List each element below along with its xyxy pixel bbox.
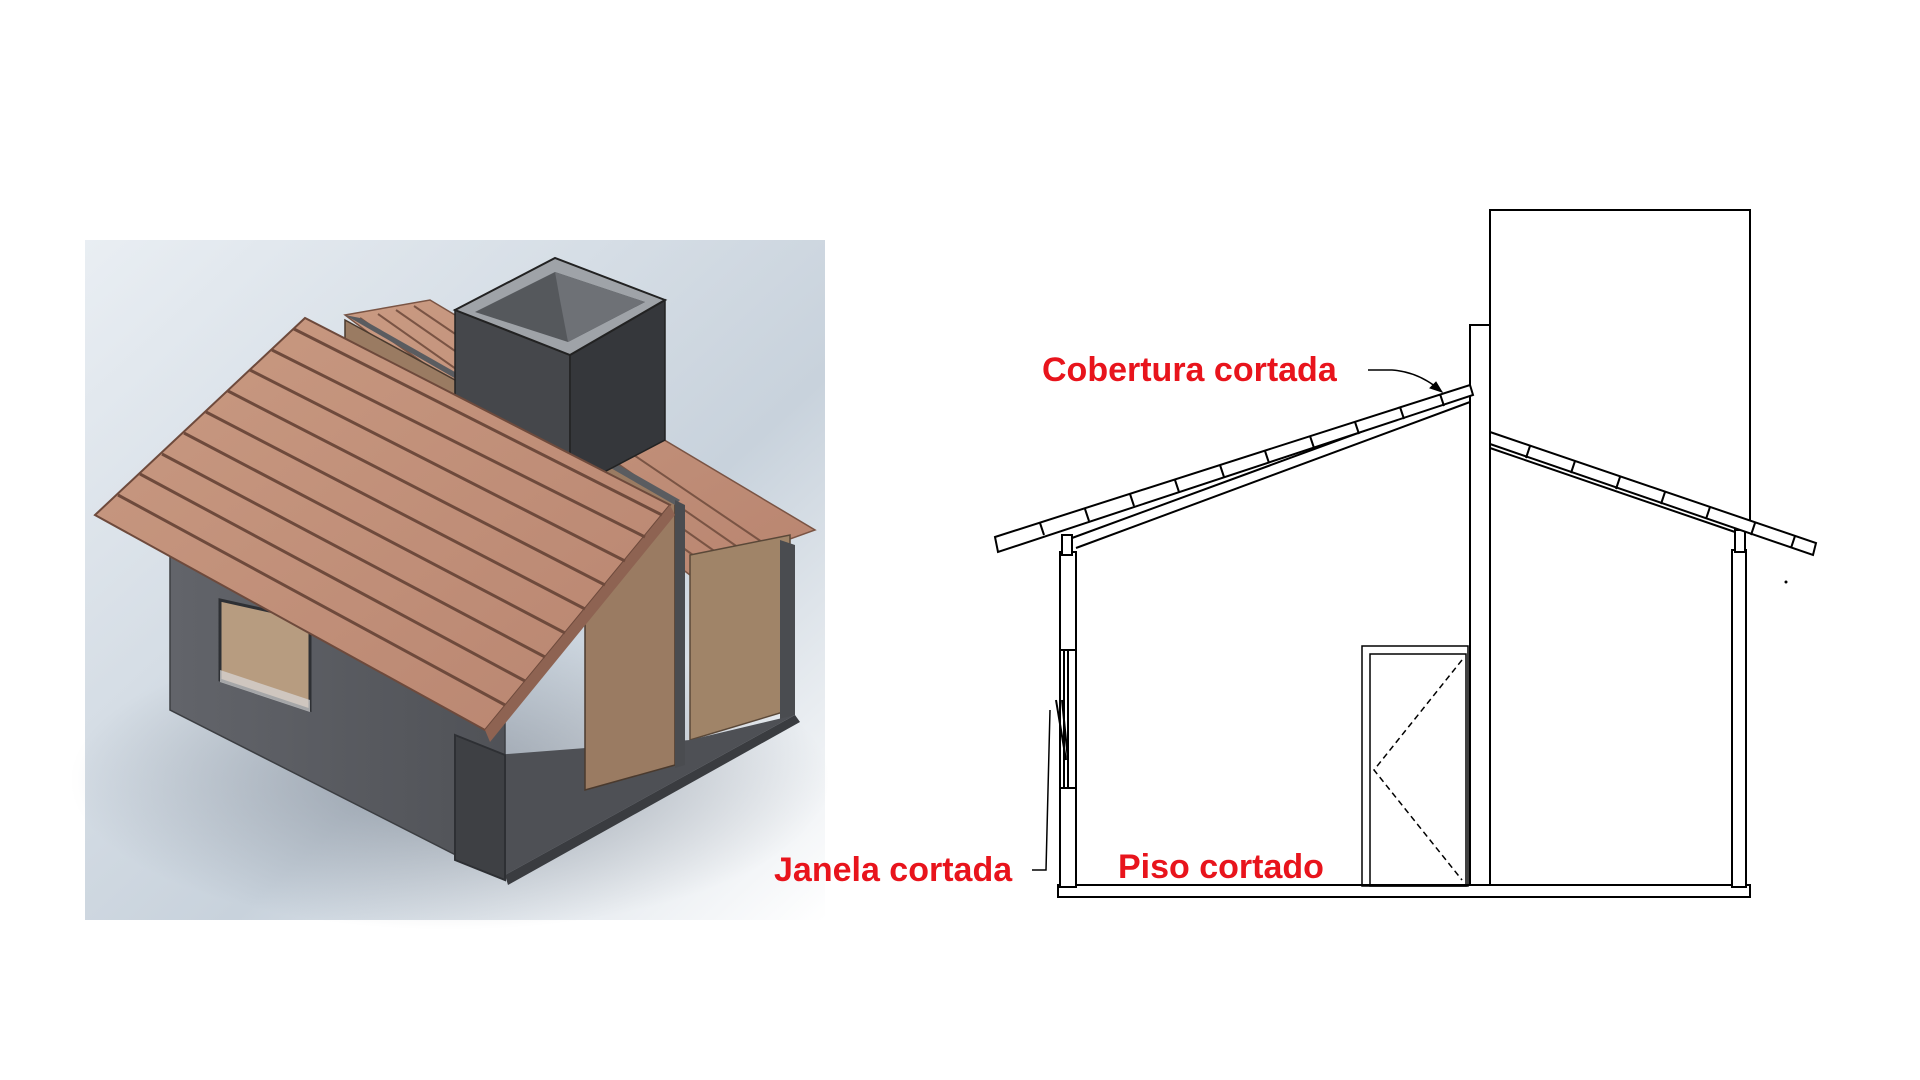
section-central-wall: [1469, 324, 1491, 891]
section-chimney: [1489, 209, 1751, 520]
stray-dot: [1784, 580, 1788, 584]
section-door: [1361, 645, 1469, 887]
section-floor: [1057, 884, 1751, 898]
model-view: [70, 240, 830, 930]
central-wall-side: [675, 500, 685, 768]
window-label: Janela cortada: [774, 851, 1013, 889]
main-roof-planks: [117, 327, 663, 707]
door-opening: [454, 733, 506, 882]
section-right-wall: [1731, 549, 1747, 888]
floor-slab: [430, 715, 795, 875]
section-view: [993, 209, 1818, 898]
floor-edge: [505, 715, 800, 885]
window-leader-line: [1032, 709, 1051, 871]
roof-label: Cobertura cortada: [1042, 351, 1338, 389]
section-left-wall-top: [1061, 534, 1073, 556]
section-left-roof: [993, 383, 1475, 554]
interior-wall: [689, 534, 791, 742]
roof-leader-arrow: [1429, 381, 1444, 393]
window-sill: [220, 670, 310, 712]
main-roof-edge: [485, 505, 675, 742]
section-window: [1055, 649, 1076, 789]
right-side-wall: [780, 540, 795, 720]
section-right-roof: [1489, 430, 1818, 557]
section-right-wall-top: [1734, 529, 1746, 553]
floor-label: Piso cortado: [1118, 848, 1324, 886]
